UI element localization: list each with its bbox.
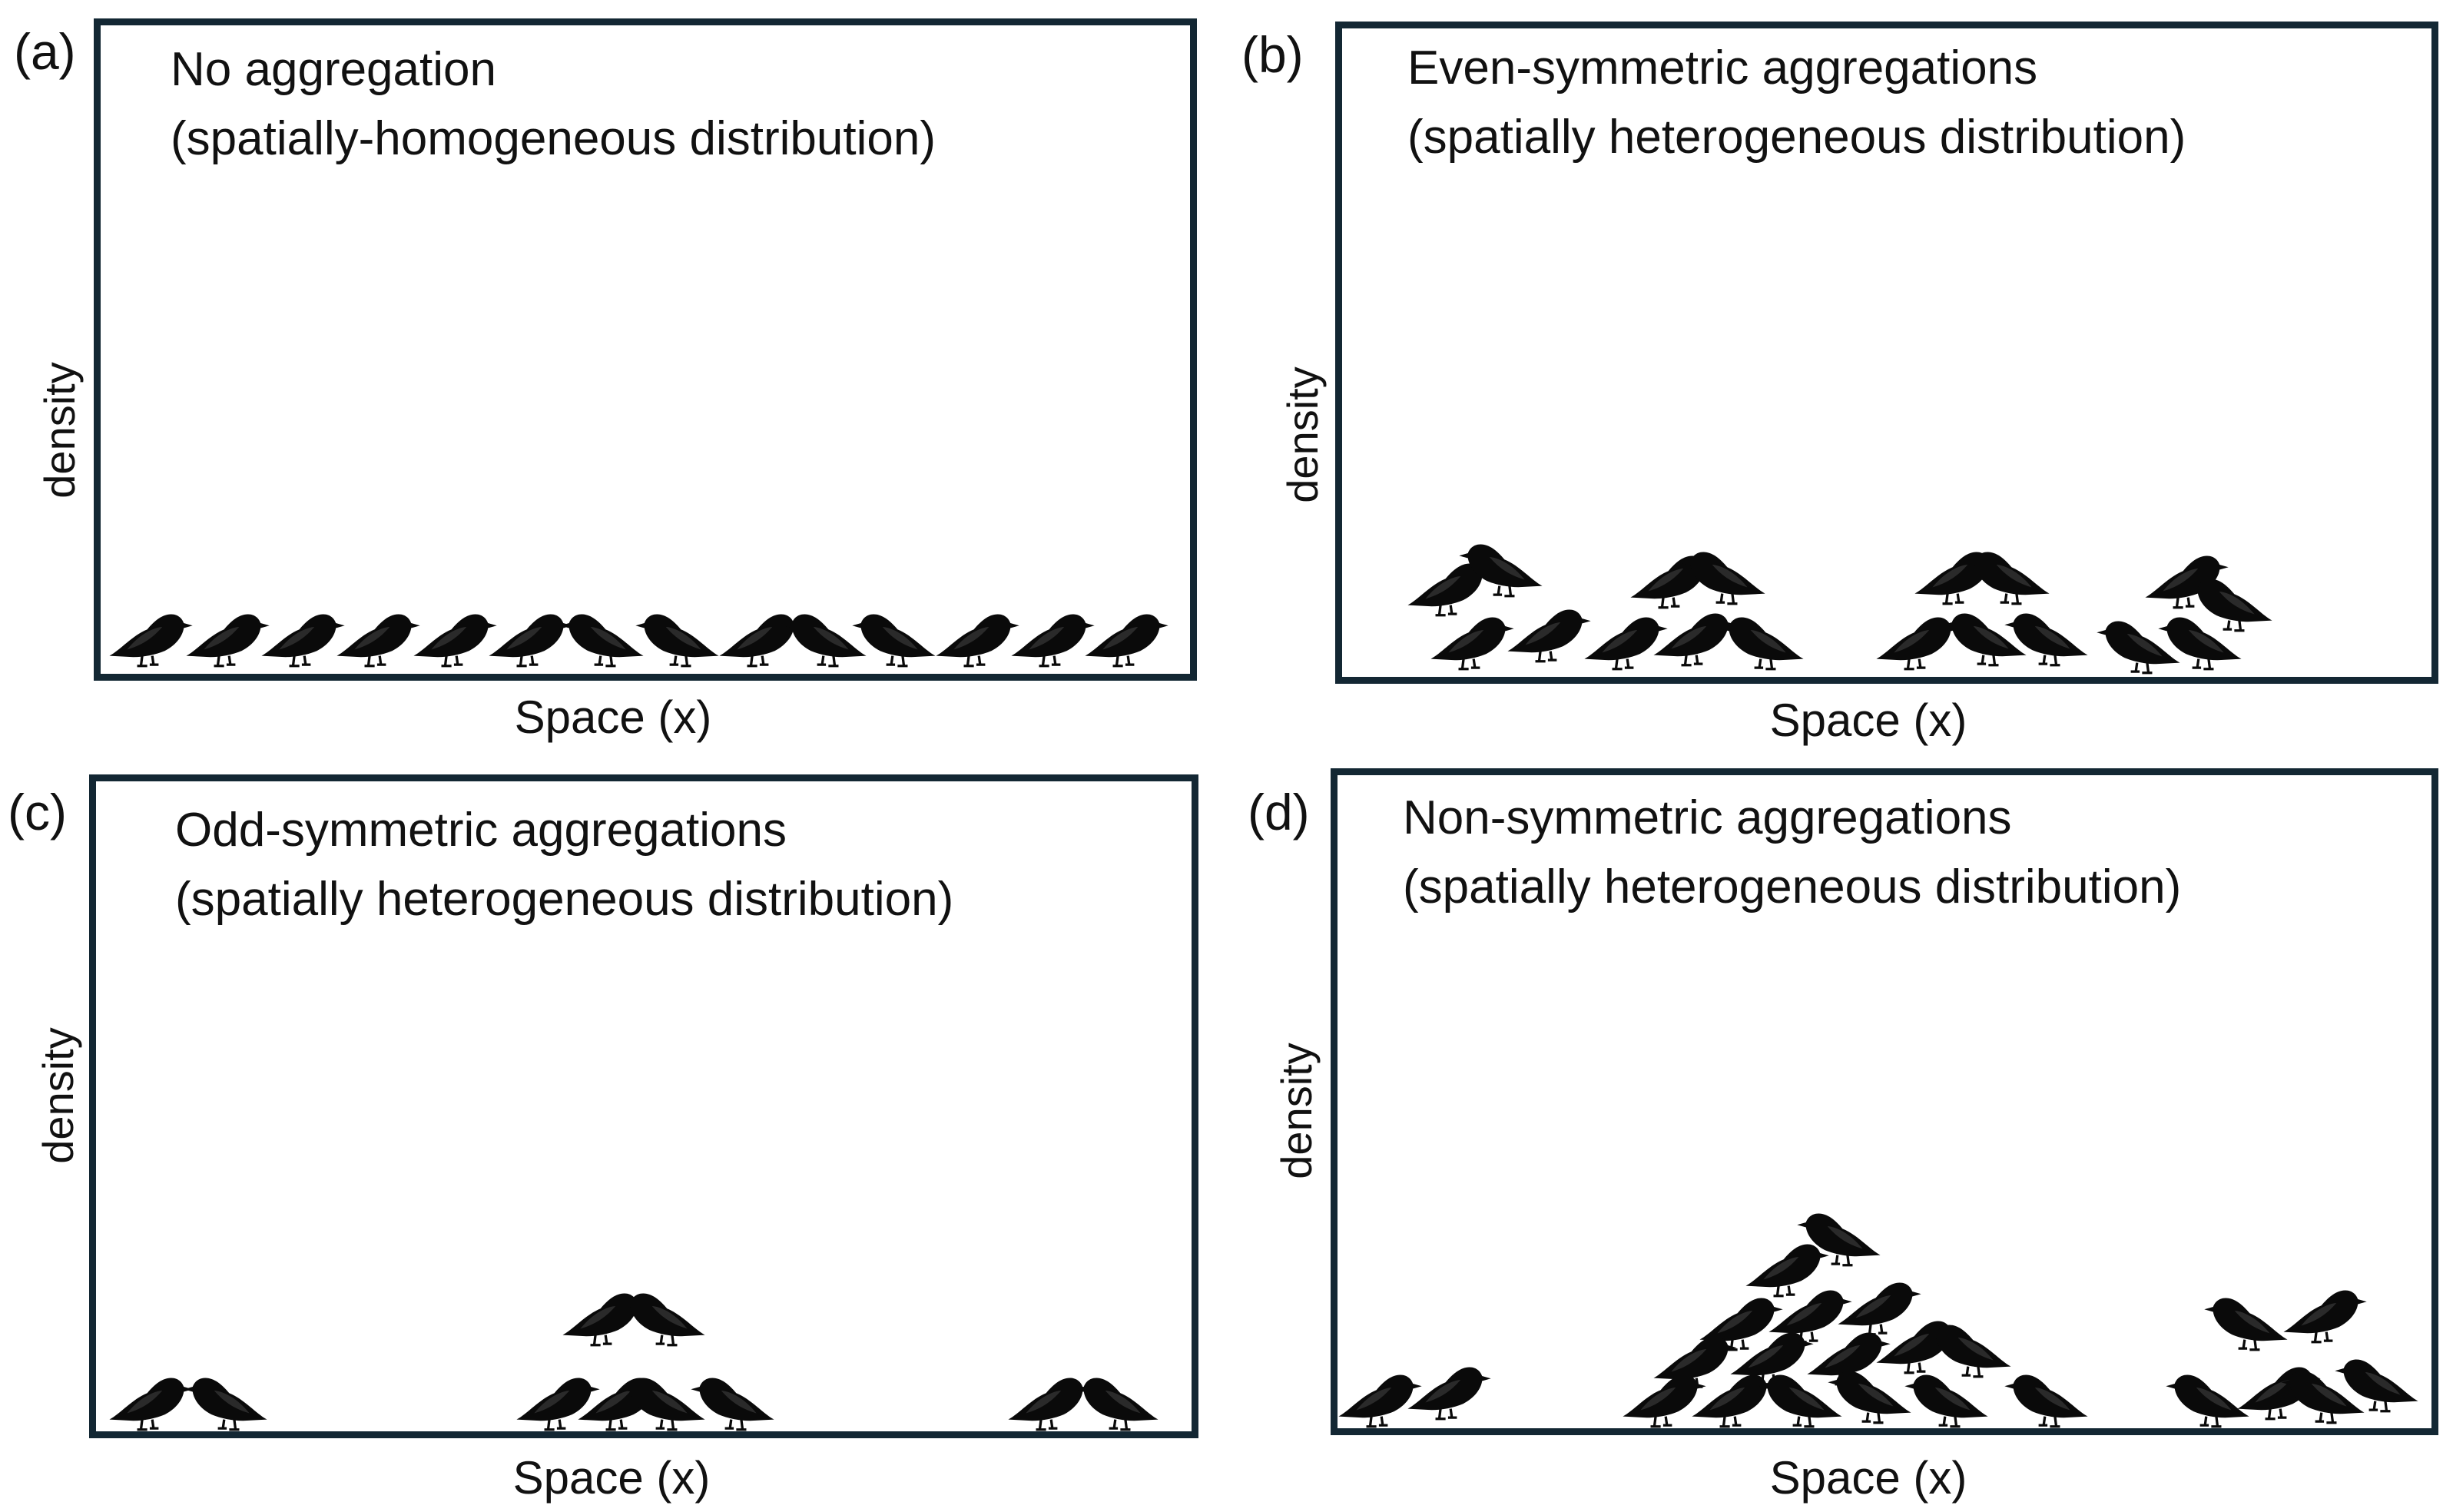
bird-silhouette-icon: [719, 614, 803, 668]
bird-silhouette-icon: [1699, 1298, 1783, 1351]
title-line-1: No aggregation: [171, 43, 496, 96]
title-line-2: (spatially heterogeneous distribution): [1403, 860, 2182, 914]
panel-title: Even-symmetric aggregations (spatially h…: [1407, 34, 2186, 172]
bird-silhouette-icon: [1623, 1374, 1706, 1428]
bird-silhouette-icon: [1584, 617, 1668, 671]
bird-silhouette-icon: [1011, 614, 1095, 668]
bird-silhouette-icon: [1720, 617, 1804, 671]
bird-silhouette-icon: [489, 614, 572, 668]
bird-silhouette-icon: [1838, 1282, 1921, 1336]
bird-silhouette-icon: [2097, 621, 2180, 675]
bird-silhouette-icon: [1876, 617, 1960, 671]
panel-letter: (c): [8, 784, 67, 841]
bird-silhouette-icon: [2004, 613, 2088, 667]
bird-silhouette-icon: [2158, 617, 2242, 671]
bird-silhouette-icon: [622, 1293, 705, 1347]
y-axis-label: density: [1278, 366, 1327, 503]
panel-title: Odd-symmetric aggregations (spatially he…: [175, 796, 953, 934]
bird-silhouette-icon: [2281, 1371, 2365, 1424]
bird-silhouette-icon: [1904, 1374, 1988, 1428]
bird-silhouette-icon: [109, 614, 193, 668]
title-line-1: Non-symmetric aggregations: [1403, 791, 2012, 844]
y-axis-label: density: [34, 1027, 82, 1164]
bird-silhouette-icon: [1943, 613, 2027, 667]
bird-silhouette-icon: [186, 614, 270, 668]
plot-frame: [94, 18, 1197, 681]
bird-silhouette-icon: [2189, 579, 2272, 632]
bird-silhouette-icon: [2166, 1374, 2249, 1428]
bird-silhouette-icon: [1507, 609, 1591, 663]
bird-silhouette-icon: [2283, 1290, 2367, 1344]
bird-silhouette-icon: [691, 1378, 774, 1431]
bird-silhouette-icon: [1745, 1244, 1829, 1298]
bird-silhouette-icon: [1682, 552, 1765, 605]
bird-silhouette-icon: [516, 1378, 600, 1431]
bird-silhouette-icon: [1758, 1374, 1842, 1428]
bird-silhouette-icon: [622, 1378, 705, 1431]
bird-silhouette-icon: [1692, 1374, 1775, 1428]
title-line-2: (spatially-homogeneous distribution): [171, 112, 936, 165]
bird-silhouette-icon: [852, 614, 936, 668]
bird-silhouette-icon: [2335, 1359, 2418, 1413]
bird-silhouette-icon: [1928, 1325, 2011, 1378]
x-axis-label: Space (x): [512, 1452, 711, 1504]
bird-silhouette-icon: [336, 614, 420, 668]
bird-silhouette-icon: [1075, 1378, 1159, 1431]
title-line-2: (spatially heterogeneous distribution): [175, 873, 954, 926]
bird-silhouette-icon: [109, 1378, 193, 1431]
bird-silhouette-icon: [2204, 1298, 2288, 1351]
x-axis-label: Space (x): [514, 691, 712, 743]
panel-letter: (d): [1248, 784, 1310, 841]
bird-silhouette-icon: [1459, 544, 1543, 598]
bird-silhouette-icon: [1653, 613, 1737, 667]
title-line-1: Odd-symmetric aggregations: [175, 804, 787, 857]
panel-title: Non-symmetric aggregations (spatially he…: [1403, 784, 2181, 922]
bird-silhouette-icon: [1085, 614, 1168, 668]
bird-silhouette-icon: [1966, 552, 2050, 605]
title-line-1: Even-symmetric aggregations: [1407, 41, 2038, 94]
bird-silhouette-icon: [1338, 1374, 1422, 1428]
bird-silhouette-icon: [1008, 1378, 1092, 1431]
y-axis-label: density: [1272, 1043, 1321, 1179]
bird-silhouette-icon: [2004, 1374, 2088, 1428]
title-line-2: (spatially heterogeneous distribution): [1407, 111, 2186, 164]
bird-silhouette-icon: [261, 614, 345, 668]
x-axis-label: Space (x): [1769, 695, 1967, 746]
plot-frame: [1331, 768, 2438, 1435]
bird-silhouette-icon: [560, 614, 644, 668]
bird-silhouette-icon: [1407, 1367, 1491, 1421]
bird-silhouette-icon: [635, 614, 719, 668]
panel-letter: (a): [14, 23, 76, 80]
bird-silhouette-icon: [184, 1378, 267, 1431]
bird-silhouette-icon: [936, 614, 1019, 668]
bird-silhouette-icon: [1828, 1371, 1911, 1424]
panel-letter: (b): [1241, 26, 1304, 83]
bird-silhouette-icon: [413, 614, 497, 668]
plot-frame: [1335, 22, 2438, 684]
bird-silhouette-icon: [1797, 1213, 1881, 1267]
x-axis-label: Space (x): [1769, 1452, 1967, 1504]
bird-silhouette-icon: [783, 614, 867, 668]
bird-silhouette-icon: [1407, 563, 1491, 617]
panel-title: No aggregation (spatially-homogeneous di…: [171, 35, 936, 174]
plot-frame: [89, 774, 1198, 1438]
bird-silhouette-icon: [1430, 617, 1514, 671]
